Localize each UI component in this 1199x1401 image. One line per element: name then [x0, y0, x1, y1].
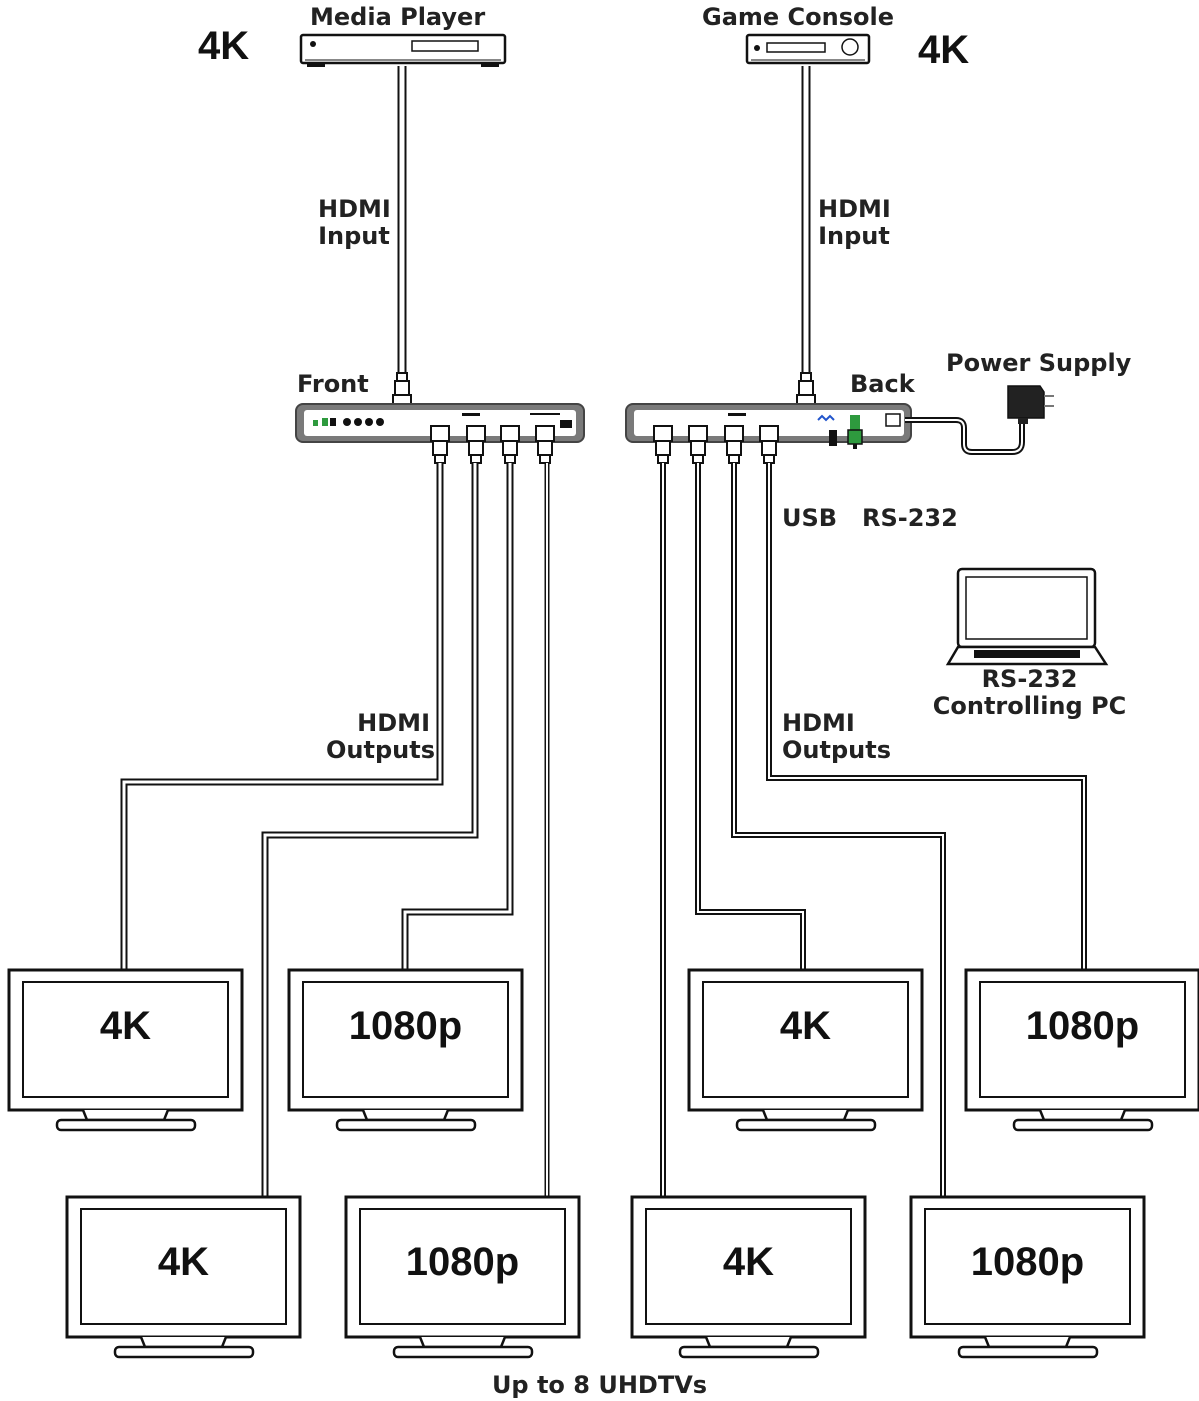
tv-top-3 [687, 968, 924, 1132]
tv-top-4 [964, 968, 1199, 1132]
tv-bottom-2-label: 1080p [405, 1240, 520, 1284]
laptop-icon [945, 567, 1109, 666]
tv-top-2 [287, 968, 524, 1132]
hdmi-outputs-label-left: HDMI Outputs [326, 709, 435, 764]
back-label: Back [850, 370, 915, 398]
hdmi-outputs-label-right-line1: HDMI [782, 709, 855, 737]
hdmi-output-cables-back [653, 425, 1087, 1197]
power-supply-icon [1007, 385, 1054, 424]
hdmi-outputs-label-left-line2: Outputs [326, 735, 435, 764]
game-console-label: Game Console [702, 3, 894, 31]
tv-bottom-3-label: 4K [722, 1240, 775, 1284]
tv-bottom-4-label: 1080p [970, 1240, 1085, 1284]
power-supply-label: Power Supply [946, 349, 1132, 377]
hdmi-input-label-left-line1: HDMI [318, 195, 391, 223]
hdmi-input-cable-right [796, 66, 816, 411]
hdmi-input-label-right-line1: HDMI [818, 195, 891, 223]
media-player-icon [299, 33, 507, 67]
tv-bottom-1-label: 4K [157, 1240, 210, 1284]
media-player-resolution: 4K [198, 24, 250, 68]
tv-top-1-label: 4K [99, 1004, 152, 1048]
hdmi-outputs-label-right: HDMI Outputs [782, 710, 891, 764]
tv-top-4-label: 1080p [1025, 1004, 1140, 1048]
tv-top-2-label: 1080p [348, 1004, 463, 1048]
hdmi-input-label-left: HDMI Input [318, 195, 391, 250]
caption: Up to 8 UHDTVs [491, 1371, 708, 1399]
power-cable [905, 417, 1025, 455]
media-player-label: Media Player [310, 3, 486, 31]
hdmi-input-label-right: HDMI Input [818, 195, 891, 250]
hdmi-input-cable-left [392, 66, 412, 411]
usb-label: USB [782, 504, 838, 532]
hdmi-output-cables-front [120, 425, 555, 1197]
game-console-icon [745, 33, 871, 65]
pc-label-line1: RS-232 [981, 665, 1078, 693]
front-label: Front [297, 370, 369, 398]
tv-top-1 [7, 968, 244, 1132]
game-console-resolution: 4K [918, 28, 970, 72]
tv-top-3-label: 4K [779, 1004, 832, 1048]
hdmi-outputs-label-right-line2: Outputs [782, 735, 891, 764]
hdmi-input-label-left-line2: Input [318, 221, 390, 250]
hdmi-input-label-right-line2: Input [818, 221, 890, 250]
hdmi-outputs-label-left-line1: HDMI [357, 709, 430, 737]
rs232-label: RS-232 [862, 504, 958, 532]
pc-label-line2: Controlling PC [932, 691, 1127, 720]
usb-connector-icon [829, 430, 837, 446]
pc-label: RS-232 Controlling PC [932, 666, 1127, 720]
rs232-connector-icon [847, 429, 863, 449]
